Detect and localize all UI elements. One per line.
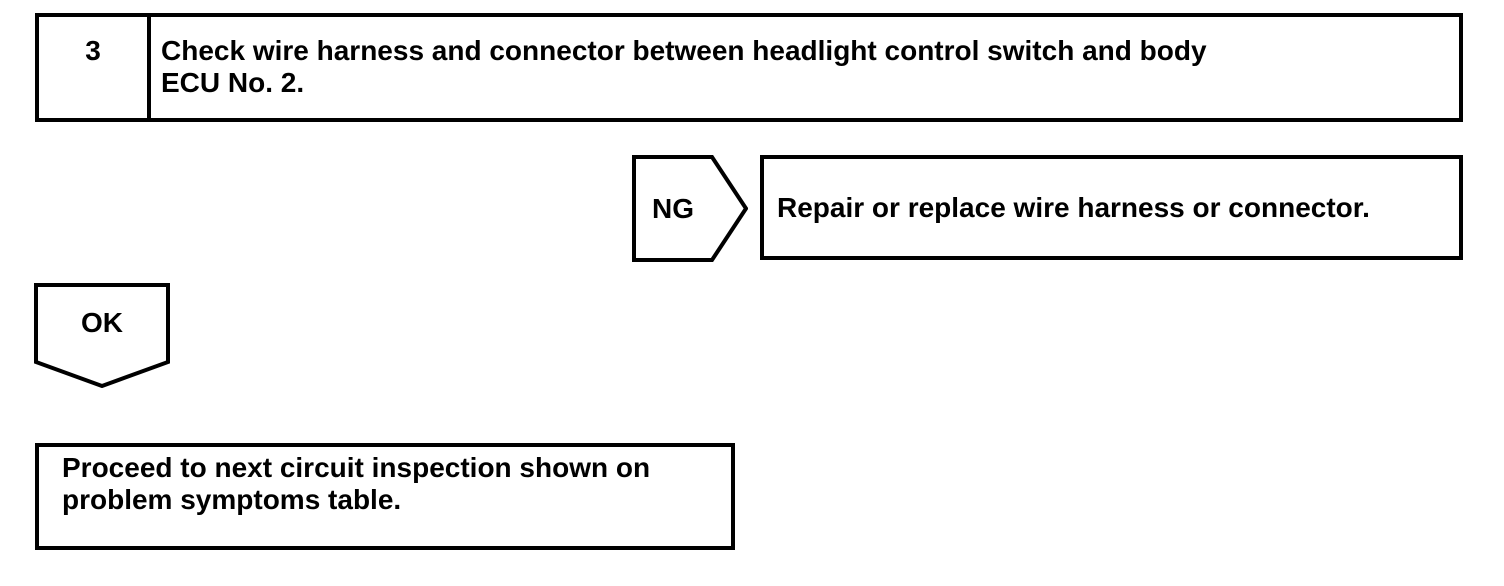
ng-result-text: Repair or replace wire harness or connec… (777, 191, 1370, 223)
ok-result-line-1: Proceed to next circuit inspection shown… (62, 452, 651, 483)
step-instruction-line-2: ECU No. 2. (161, 67, 305, 98)
ok-result-box: Proceed to next circuit inspection shown… (35, 443, 735, 550)
step-number: 3 (39, 17, 151, 118)
ng-pentagon-icon (632, 155, 748, 262)
step-instruction-line-1: Check wire harness and connector between… (161, 35, 1207, 66)
ng-label: NG (652, 192, 694, 224)
step-instruction: Check wire harness and connector between… (151, 17, 1459, 118)
ng-result-box: Repair or replace wire harness or connec… (760, 155, 1463, 260)
ok-pentagon-icon (34, 283, 170, 388)
step-box: 3 Check wire harness and connector betwe… (35, 13, 1463, 122)
ng-connector: NG (632, 155, 748, 262)
ok-label: OK (81, 306, 123, 338)
ok-result-line-2: problem symptoms table. (62, 484, 402, 515)
ok-connector: OK (34, 283, 170, 388)
